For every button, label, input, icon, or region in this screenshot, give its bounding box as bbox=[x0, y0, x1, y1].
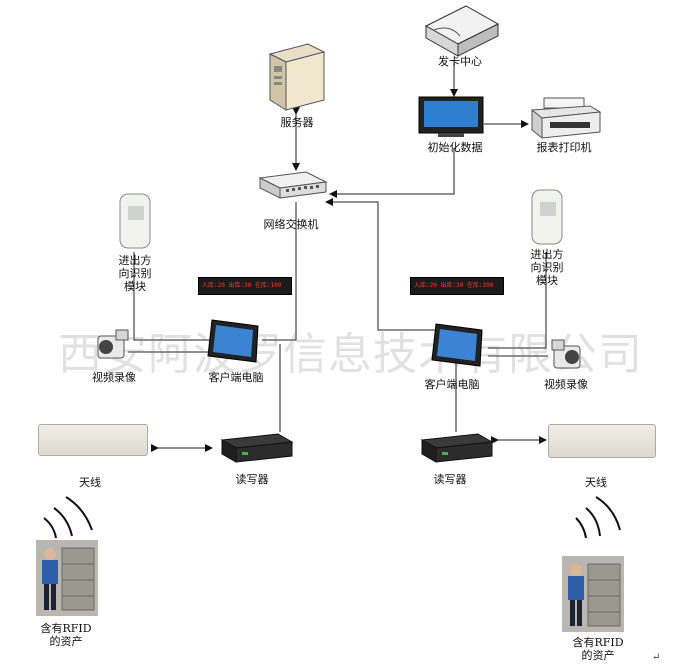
server-label: 服务器 bbox=[280, 116, 314, 129]
monitor-icon bbox=[418, 96, 486, 142]
direction-right-label: 进出方向识别模块 bbox=[530, 248, 564, 287]
camera-left-label: 视频录像 bbox=[92, 371, 136, 384]
direction-left-label: 进出方向识别模块 bbox=[118, 254, 152, 293]
asset-left-photo bbox=[36, 540, 98, 620]
card-center-label: 发卡中心 bbox=[438, 55, 482, 68]
camera-right-icon bbox=[548, 336, 588, 380]
antenna-left-label: 天线 bbox=[79, 476, 101, 489]
client-left-icon bbox=[206, 318, 264, 370]
asset-left-label: 含有RFID的资产 bbox=[40, 622, 92, 648]
reader-left-icon bbox=[220, 430, 294, 470]
camera-left-icon bbox=[92, 326, 132, 370]
watermark: 西安阿波罗信息技术有限公司 bbox=[58, 329, 643, 380]
switch-icon bbox=[258, 170, 328, 206]
reader-right-icon bbox=[420, 430, 494, 470]
reader-right-label: 读写器 bbox=[433, 473, 467, 486]
direction-sensor-left-icon bbox=[118, 192, 152, 254]
asset-right-label: 含有RFID的资产 bbox=[572, 636, 624, 662]
camera-right-label: 视频录像 bbox=[544, 378, 588, 391]
rf-waves-right bbox=[575, 496, 621, 539]
direction-sensor-right-icon bbox=[530, 188, 564, 250]
printer-label: 报表打印机 bbox=[536, 141, 592, 154]
server-icon bbox=[266, 40, 328, 116]
printer-icon bbox=[528, 96, 604, 144]
init-data-label: 初始化数据 bbox=[427, 141, 483, 154]
client-right-icon bbox=[430, 322, 488, 374]
led-display-left: 入库:20 出库:30 在库:100 bbox=[198, 277, 292, 295]
asset-right-photo bbox=[562, 556, 624, 636]
client-right-label: 客户端电脑 bbox=[424, 378, 480, 391]
return-mark: ↵ bbox=[652, 652, 661, 663]
reader-left-label: 读写器 bbox=[235, 473, 269, 486]
led-display-right: 入库:20 出库:30 在库:100 bbox=[410, 277, 504, 295]
antenna-left-icon bbox=[38, 424, 148, 456]
antenna-right-icon bbox=[548, 424, 656, 458]
rf-waves-left bbox=[43, 496, 93, 539]
client-left-label: 客户端电脑 bbox=[208, 371, 264, 384]
antenna-right-label: 天线 bbox=[585, 476, 607, 489]
card-center-icon bbox=[420, 2, 500, 62]
switch-label: 网络交换机 bbox=[263, 218, 319, 231]
